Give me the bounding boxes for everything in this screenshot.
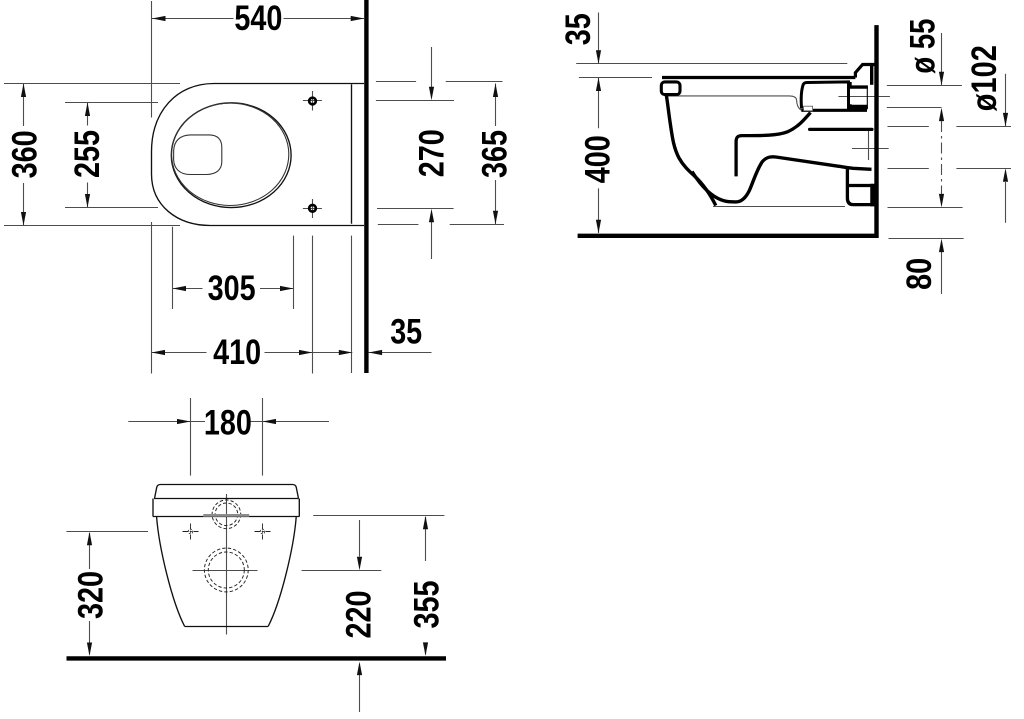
svg-text:255: 255 (68, 130, 107, 178)
svg-text:220: 220 (340, 591, 379, 639)
svg-text:80: 80 (900, 258, 939, 290)
svg-text:400: 400 (578, 135, 617, 183)
svg-text:35: 35 (390, 313, 422, 352)
svg-text:360: 360 (5, 130, 44, 178)
svg-text:320: 320 (72, 571, 111, 619)
svg-text:ø 55: ø 55 (903, 19, 942, 74)
svg-text:540: 540 (234, 0, 282, 38)
svg-text:305: 305 (208, 269, 256, 308)
svg-text:ø102: ø102 (965, 45, 1004, 111)
svg-text:35: 35 (559, 13, 598, 45)
svg-text:270: 270 (413, 129, 452, 177)
svg-text:365: 365 (475, 130, 514, 178)
svg-text:410: 410 (213, 333, 261, 372)
svg-text:180: 180 (204, 403, 252, 442)
svg-text:355: 355 (408, 581, 447, 629)
